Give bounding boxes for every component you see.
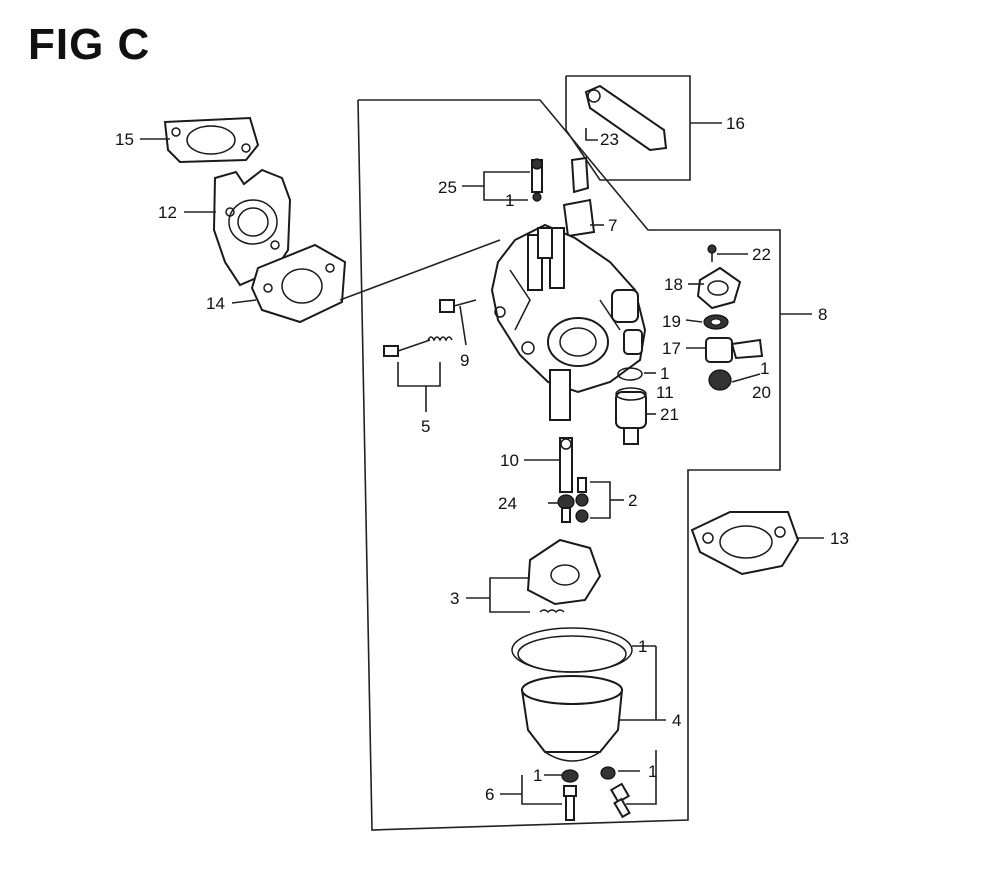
- part-12-insulator: [212, 168, 292, 287]
- callout-18: 18: [664, 275, 683, 294]
- part-21-fitting: [615, 387, 647, 445]
- callout-4: 4: [672, 711, 681, 730]
- carburetor-body: [490, 223, 647, 421]
- part-9-screw: [439, 299, 477, 313]
- callout-15: 15: [115, 130, 134, 149]
- callout-13: 13: [830, 529, 849, 548]
- callout-9: 9: [460, 351, 469, 370]
- part-16-choke-lever: [584, 84, 668, 152]
- part-24-jet: [557, 494, 575, 523]
- callout-11: 11: [656, 383, 674, 402]
- callout-16: 16: [726, 114, 745, 133]
- callout-1-bowl-oring: 1: [638, 637, 647, 656]
- callout-1-solenoid: 1: [760, 359, 769, 378]
- callout-20: 20: [752, 383, 771, 402]
- part-16-box: [565, 75, 691, 181]
- callout-14: 14: [206, 294, 225, 313]
- part-18-cap: [696, 266, 742, 310]
- callout-1-screw: 1: [505, 191, 514, 210]
- part-3-float: [526, 538, 602, 614]
- part-14-gasket: [250, 243, 347, 324]
- callout-22: 22: [752, 245, 771, 264]
- part-4-float-bowl: [511, 627, 633, 762]
- figure-title: FIG C: [28, 20, 151, 69]
- part-5-pilot-screw: [383, 336, 453, 357]
- callout-25: 25: [438, 178, 457, 197]
- callout-8: 8: [818, 305, 827, 324]
- part-22-screw: [707, 244, 717, 262]
- callout-3: 3: [450, 589, 459, 608]
- part-6-drain-screw: [561, 769, 579, 821]
- part-15-gasket: [163, 116, 260, 164]
- part-25-screw: [531, 158, 543, 202]
- part-10-nozzle: [559, 437, 573, 493]
- callout-2: 2: [628, 491, 637, 510]
- callout-12: 12: [158, 203, 177, 222]
- part-13-gasket: [690, 511, 800, 576]
- callout-1-oring: 1: [660, 364, 669, 383]
- callout-6: 6: [485, 785, 494, 804]
- callout-7: 7: [608, 216, 617, 235]
- part-20-nut: [708, 369, 732, 391]
- callout-21: 21: [660, 405, 679, 424]
- callout-24: 24: [498, 494, 517, 513]
- part-17-solenoid: [705, 337, 764, 363]
- callout-1-drain-washer: 1: [533, 766, 542, 785]
- part-19-washer: [703, 314, 729, 330]
- callout-23: 23: [600, 130, 619, 149]
- callout-10: 10: [500, 451, 519, 470]
- part-11-oring: [617, 367, 643, 381]
- part-7-bracket: [562, 156, 596, 238]
- callout-19: 19: [662, 312, 681, 331]
- leader-lines: [140, 122, 824, 805]
- callout-1-bowl-washer: 1: [648, 762, 657, 781]
- callout-5: 5: [421, 417, 430, 436]
- bowl-washer-screw: [600, 766, 631, 819]
- callout-17: 17: [662, 339, 681, 358]
- part-2-jet: [575, 477, 589, 523]
